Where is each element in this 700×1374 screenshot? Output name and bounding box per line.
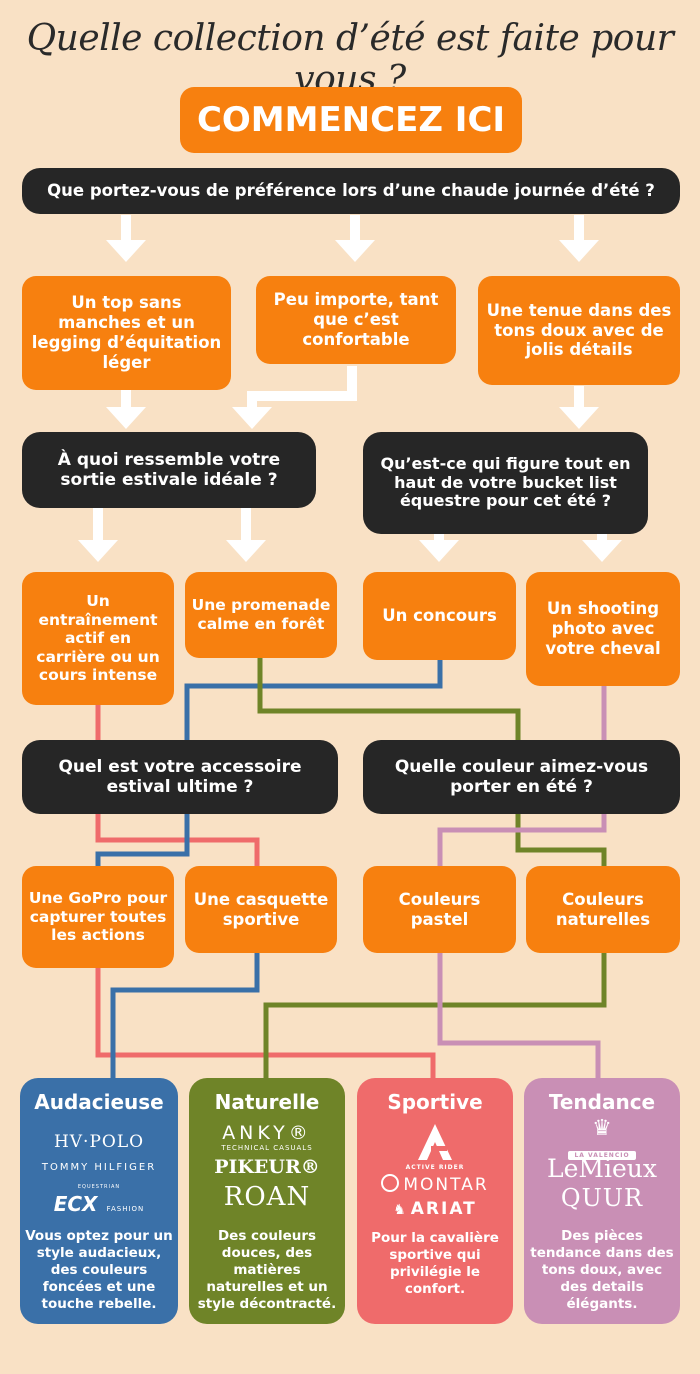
result-description: Pour la cavalière sportive qui privilégi… (371, 1230, 499, 1297)
active-rider-logo-icon (418, 1124, 452, 1160)
montar-icon (381, 1174, 400, 1192)
result-description: Des couleurs douces, des matières nature… (197, 1228, 337, 1312)
option-sport-cap[interactable]: Une casquette sportive (185, 866, 337, 953)
brand-equestrian: EQUESTRIAN (77, 1184, 121, 1190)
arrow-7 (226, 508, 266, 562)
brand-montar-text: MONTAR (403, 1175, 489, 1195)
question-2a: À quoi ressemble votre sortie estivale i… (22, 432, 316, 508)
arrow-6 (78, 508, 118, 562)
brand-la-valencio-text: LA VALENCIO (568, 1151, 636, 1160)
ariat-horse-icon: ♞ (393, 1202, 408, 1218)
brand-montar: MONTAR (357, 1174, 513, 1195)
result-tendance[interactable]: Tendance ♛ LA VALENCIO LeMieux QUUR Des … (524, 1078, 680, 1324)
start-badge: COMMENCEZ ICI (180, 87, 522, 153)
arrows (78, 215, 622, 562)
brand-pikeur: PIKEUR® (214, 1156, 320, 1178)
result-sportive[interactable]: Sportive ACTIVE RIDER MONTAR ♞ARIAT Pour… (357, 1078, 513, 1324)
brand-roan: ROAN (223, 1182, 311, 1212)
brand-hv-polo: HV·POLO (53, 1132, 145, 1152)
arrow-elbow (232, 366, 357, 429)
option-gopro[interactable]: Une GoPro pour capturer toutes les actio… (22, 866, 174, 968)
question-3b: Quelle couleur aimez-vous porter en été … (363, 740, 680, 814)
result-title: Tendance (548, 1090, 656, 1114)
brand-ecx-mark: ECX (53, 1192, 98, 1216)
option-natural-colors[interactable]: Couleurs naturelles (526, 866, 680, 953)
result-title: Sportive (387, 1090, 483, 1114)
question-2b: Qu’est-ce qui figure tout en haut de vot… (363, 432, 648, 534)
result-title: Audacieuse (34, 1090, 164, 1114)
result-naturelle[interactable]: Naturelle ANKY® TECHNICAL CASUALS PIKEUR… (189, 1078, 345, 1324)
brand-la-valencio: LA VALENCIO (524, 1142, 680, 1161)
arrow-2 (335, 215, 375, 262)
option-pastel-colors[interactable]: Couleurs pastel (363, 866, 516, 953)
arrow-1 (106, 215, 146, 262)
option-competition[interactable]: Un concours (363, 572, 516, 660)
brand-technical-casuals: TECHNICAL CASUALS (221, 1144, 313, 1152)
path-green-2 (263, 953, 607, 1078)
arrow-3 (559, 215, 599, 262)
option-soft-tones[interactable]: Une tenue dans des tons doux avec de jol… (478, 276, 680, 385)
crown-icon: ♛ (592, 1116, 612, 1141)
brand-quur: QUUR (560, 1184, 644, 1212)
option-comfortable[interactable]: Peu importe, tant que c’est confortable (256, 276, 456, 364)
arrow-9 (582, 534, 622, 562)
option-photoshoot[interactable]: Un shooting photo avec votre cheval (526, 572, 680, 686)
brand-anky: ANKY® (222, 1122, 312, 1144)
arrow-8 (419, 534, 459, 562)
question-3a: Quel est votre accessoire estival ultime… (22, 740, 338, 814)
brand-lemieux: LeMieux (547, 1154, 657, 1183)
brand-ecx: ECX FASHION (20, 1192, 178, 1216)
result-title: Naturelle (214, 1090, 320, 1114)
brand-ariat: ♞ARIAT (357, 1199, 513, 1219)
brand-active-rider: ACTIVE RIDER (405, 1164, 465, 1171)
brand-ariat-text: ARIAT (410, 1199, 477, 1219)
path-blue-2 (110, 953, 260, 1078)
arrow-4 (106, 390, 146, 429)
brand-ecx-fashion: FASHION (106, 1205, 145, 1213)
option-sleeveless-top[interactable]: Un top sans manches et un legging d’équi… (22, 276, 231, 390)
question-1: Que portez-vous de préférence lors d’une… (22, 168, 680, 214)
result-audacieuse[interactable]: Audacieuse HV·POLO TOMMY HILFIGER EQUEST… (20, 1078, 178, 1324)
arrow-5 (559, 386, 599, 429)
path-pink-2 (437, 953, 601, 1078)
result-description: Des pièces tendance dans des tons doux, … (530, 1228, 674, 1312)
result-description: Vous optez pour un style audacieux, des … (25, 1228, 173, 1312)
option-forest-ride[interactable]: Une promenade calme en forêt (185, 572, 337, 658)
brand-tommy-hilfiger: TOMMY HILFIGER (41, 1162, 157, 1173)
option-active-training[interactable]: Un entraînement actif en carrière ou un … (22, 572, 174, 705)
